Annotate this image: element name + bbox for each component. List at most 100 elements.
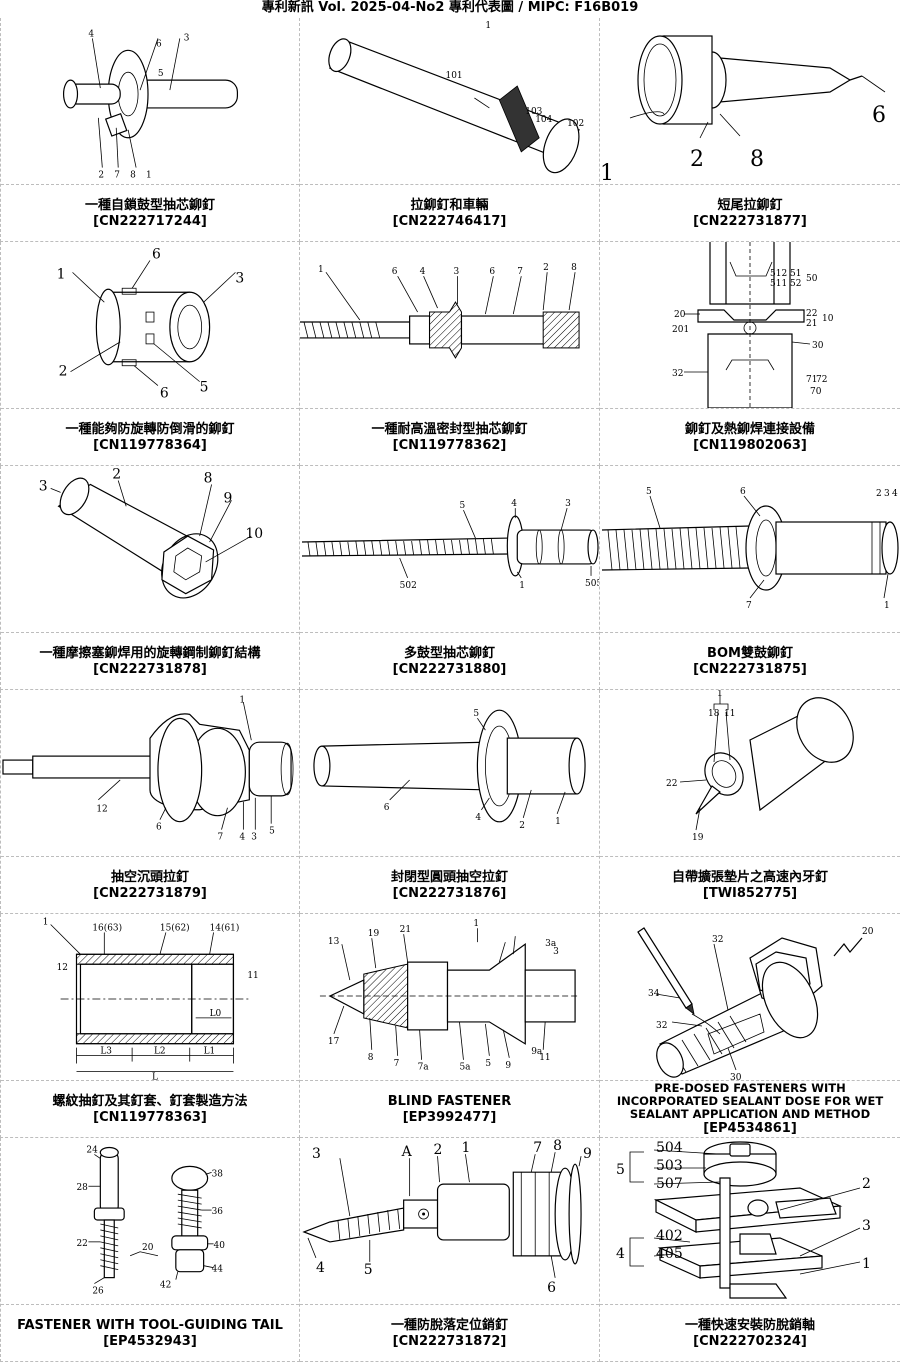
- patent-drawing: 1 6 3 2 6 5: [1, 242, 299, 408]
- part-label: 9: [224, 490, 233, 506]
- patent-drawing: 5 6 2 3 4 7 1: [600, 466, 900, 632]
- part-label: 5: [269, 827, 275, 837]
- patent-number: [CN222731876]: [393, 886, 507, 902]
- part-label: 1: [519, 581, 525, 591]
- part-label: 21: [806, 319, 817, 329]
- patent-card[interactable]: 5 6 4 2 1 封閉型圓頭抽空拉釘 [CN222731876]: [300, 690, 600, 914]
- patent-title: 多鼓型抽芯鉚釘: [396, 646, 503, 662]
- part-label: 102: [567, 119, 584, 129]
- patent-title: 一種摩擦塞鉚焊用的旋轉鋼制鉚釘結構: [31, 646, 268, 662]
- part-label: 3: [235, 270, 244, 286]
- patent-caption: 一種快速安裝防脫銷軸 [CN222702324]: [600, 1304, 900, 1362]
- part-label: 1: [461, 1140, 470, 1156]
- patent-card[interactable]: 34 32 20 32 30 PRE-DOSED FASTENERS WITH …: [600, 914, 900, 1138]
- patent-card[interactable]: 1 13 19 21 3a 3 17 8 7 7a 5a 5 9 9a 11 B…: [300, 914, 600, 1138]
- page-header: 專利新訊 Vol. 2025-04-No2 專利代表圖 / MIPC: F16B…: [0, 0, 900, 18]
- part-label: 1: [600, 161, 614, 184]
- part-label: 5: [485, 1059, 491, 1069]
- part-label: 6: [160, 386, 169, 402]
- part-label: 3: [565, 499, 571, 509]
- patent-card[interactable]: 1 16(63) 15(62) 14(61) 12 11 L0 L3 L2 L1…: [0, 914, 300, 1138]
- part-label: 5: [473, 709, 479, 719]
- part-label: 2: [112, 466, 121, 482]
- part-label: 1: [485, 21, 491, 31]
- part-label: 8: [368, 1053, 374, 1063]
- part-label: 17: [328, 1037, 340, 1047]
- patent-number: [CN119778362]: [393, 438, 507, 454]
- patent-title: PRE-DOSED FASTENERS WITH INCORPORATED SE…: [600, 1082, 900, 1121]
- part-label: 32: [656, 1021, 667, 1031]
- part-label: L: [152, 1072, 158, 1080]
- part-label: 4: [475, 813, 481, 823]
- patent-card[interactable]: 5 4 3 502 1 505 多鼓型抽芯鉚釘 [CN222731880]: [300, 466, 600, 690]
- patent-number: [CN119778363]: [93, 1110, 207, 1126]
- part-label: L0: [210, 1009, 222, 1019]
- part-label: 7a: [418, 1063, 430, 1073]
- part-label: 18: [708, 709, 720, 719]
- part-label: 7: [218, 833, 224, 843]
- part-label: 22: [76, 1239, 87, 1249]
- patent-drawing: 34 32 20 32 30: [600, 914, 900, 1080]
- patent-card[interactable]: 4 6 5 2 7 8 1 3 一種自鎖鼓型抽芯鉚釘 [CN222717244]: [0, 18, 300, 242]
- patent-title: BOM雙鼓鉚釘: [699, 646, 801, 662]
- part-label: 3: [312, 1146, 321, 1162]
- part-label: 5: [459, 501, 465, 511]
- part-label: 1: [884, 601, 890, 611]
- patent-card[interactable]: 3 2 8 9 10 一種摩擦塞鉚焊用的旋轉鋼制鉚釘結構 [CN22273187…: [0, 466, 300, 690]
- part-label: 7: [746, 601, 752, 611]
- patent-card[interactable]: 5 6 2 3 4 7 1 BOM雙鼓鉚釘 [CN222731875]: [600, 466, 900, 690]
- part-label: L2: [154, 1047, 166, 1057]
- patent-drawing: 1 6 4 3 6 7 2 8: [300, 242, 599, 408]
- part-label: 1: [57, 266, 66, 282]
- patent-title: 短尾拉鉚釘: [709, 198, 790, 214]
- patent-number: [CN222731875]: [693, 662, 807, 678]
- part-label: 4: [316, 1260, 325, 1276]
- patent-caption: 短尾拉鉚釘 [CN222731877]: [600, 184, 900, 242]
- part-label: 5: [646, 487, 652, 497]
- part-label: 70: [810, 387, 822, 397]
- part-label: 1: [318, 265, 324, 275]
- part-label: 7: [114, 170, 120, 180]
- part-label: A: [401, 1144, 413, 1160]
- patent-card[interactable]: 1 6 4 3 6 7 2 8 一種耐高溫密封型抽芯鉚釘 [CN11977836…: [300, 242, 600, 466]
- patent-card[interactable]: 512 511 51 52 50 20 201 22 21 10 30 32 7…: [600, 242, 900, 466]
- patent-drawing: 5 4 3 502 1 505: [300, 466, 599, 632]
- patent-grid: 4 6 5 2 7 8 1 3 一種自鎖鼓型抽芯鉚釘 [CN222717244]: [0, 18, 900, 1366]
- part-label: 2: [543, 263, 549, 273]
- part-label: 2: [59, 364, 68, 380]
- part-label: 3: [862, 1218, 871, 1234]
- part-label: 21: [400, 925, 411, 935]
- patent-card[interactable]: 1 2 8 6 短尾拉鉚釘 [CN222731877]: [600, 18, 900, 242]
- patent-drawing: 3 A 2 1 7 8 9 4 5 6: [300, 1138, 599, 1304]
- patent-title: 自帶擴張墊片之高速內牙釘: [664, 870, 836, 886]
- patent-card[interactable]: 1 6 3 2 6 5 一種能夠防旋轉防倒滑的鉚釘 [CN119778364]: [0, 242, 300, 466]
- part-label: 2: [519, 821, 525, 831]
- part-label: 1: [555, 817, 561, 827]
- part-label: 4: [616, 1246, 625, 1262]
- patent-drawing: 5 6 4 2 1: [300, 690, 599, 856]
- part-label: 507: [656, 1176, 683, 1192]
- patent-drawing: 512 511 51 52 50 20 201 22 21 10 30 32 7…: [600, 242, 900, 408]
- part-label: 5: [158, 69, 164, 79]
- part-label: 44: [212, 1265, 224, 1275]
- patent-card[interactable]: 24 28 22 20 38 36 40 42 44 26 FASTENER W…: [0, 1138, 300, 1362]
- patent-card[interactable]: 1 12 6 7 4 3 5 抽空沉頭拉釘 [CN222731879]: [0, 690, 300, 914]
- part-label: 5: [364, 1262, 373, 1278]
- patent-card[interactable]: 504 503 507 5 402 405 4 2 3 1 一種快速安裝防脫銷軸…: [600, 1138, 900, 1362]
- patent-card[interactable]: 3 A 2 1 7 8 9 4 5 6 一種防脫落定位銷釘 [CN2227318…: [300, 1138, 600, 1362]
- part-label: 26: [92, 1287, 104, 1297]
- patent-number: [CN222702324]: [693, 1334, 807, 1350]
- part-label: 2: [434, 1142, 443, 1158]
- part-label: 6: [740, 487, 746, 497]
- part-label: 101: [446, 71, 463, 81]
- part-label: 502: [400, 581, 417, 591]
- part-label: 505: [585, 579, 599, 589]
- patent-card[interactable]: 1 101 103 104 102 拉鉚釘和車輛 [CN222746417]: [300, 18, 600, 242]
- part-label: 10: [822, 314, 834, 324]
- patent-drawing: 1 13 19 21 3a 3 17 8 7 7a 5a 5 9 9a 11: [300, 914, 599, 1080]
- patent-card[interactable]: 1 18 11 22 19 自帶擴張墊片之高速內牙釘 [TWI852775]: [600, 690, 900, 914]
- patent-number: [CN222731872]: [393, 1334, 507, 1350]
- patent-caption: 一種耐高溫密封型抽芯鉚釘 [CN119778362]: [300, 408, 599, 466]
- part-label: 2: [690, 147, 704, 172]
- patent-caption: FASTENER WITH TOOL-GUIDING TAIL [EP45329…: [1, 1304, 299, 1362]
